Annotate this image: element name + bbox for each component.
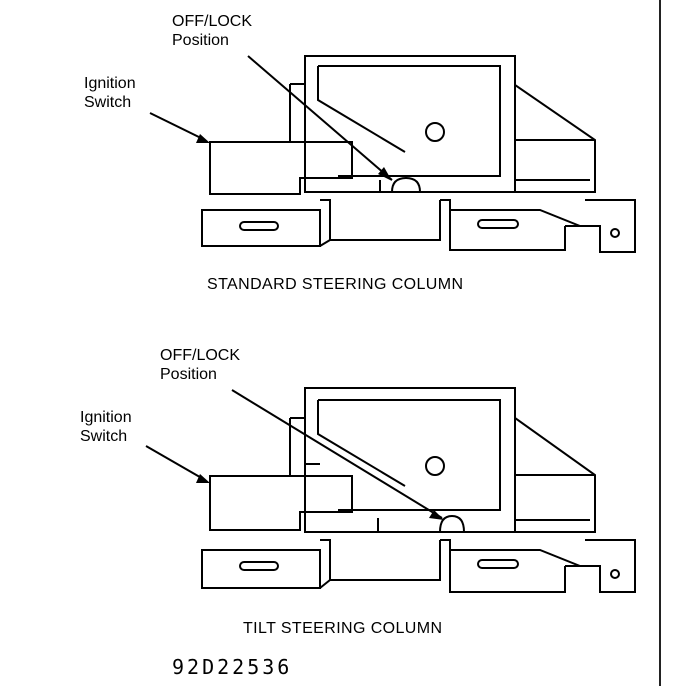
tilt-lock-callout-line1: OFF/LOCK (160, 347, 241, 364)
tilt-switch-callout-line1: Ignition (80, 409, 132, 426)
standard-switch-callout-line2: Switch (84, 94, 132, 111)
standard-switch-callout-line1: Ignition (84, 75, 136, 92)
page-edge-rule (659, 0, 661, 686)
tilt-lock-callout-line2: Position (160, 366, 217, 383)
standard-leader-arrows (149, 55, 393, 181)
tilt-switch-callout-line2: Switch (80, 428, 128, 445)
standard-column-housing (201, 55, 636, 253)
tilt-column-housing (201, 387, 636, 593)
standard-lock-callout-line2: Position (172, 32, 229, 49)
standard-column-caption: STANDARD STEERING COLUMN (207, 276, 464, 293)
standard-switch-callout: Ignition Switch (84, 74, 136, 112)
figure-code: 92D22536 (172, 655, 293, 679)
standard-lock-callout: OFF/LOCK Position (172, 12, 252, 50)
tilt-lock-callout: OFF/LOCK Position (160, 346, 240, 384)
standard-lock-callout-line1: OFF/LOCK (172, 13, 253, 30)
tilt-leader-arrows (145, 389, 444, 520)
tilt-switch-callout: Ignition Switch (80, 408, 132, 446)
tilt-column-caption: TILT STEERING COLUMN (243, 620, 443, 637)
